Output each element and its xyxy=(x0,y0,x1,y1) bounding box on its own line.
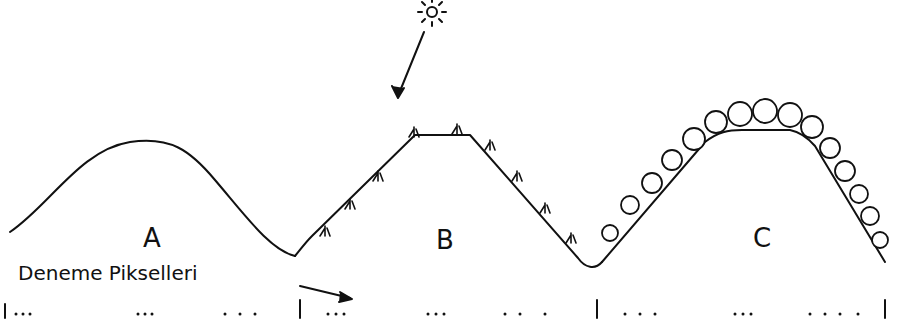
hill-label: C xyxy=(753,225,771,251)
hill-label: B xyxy=(436,227,454,253)
hill-c xyxy=(602,130,885,262)
sample-pixels-label: Deneme Pikselleri xyxy=(18,263,198,283)
pixel-boundary-ticks xyxy=(5,300,885,318)
arrow-head xyxy=(339,292,352,302)
hill-b xyxy=(295,135,602,267)
hill-label: A xyxy=(143,225,161,251)
sun-symbol xyxy=(418,0,446,26)
light-arrow xyxy=(398,32,424,96)
sample-pixels xyxy=(15,313,860,316)
hill-a xyxy=(10,141,295,256)
forest-cover xyxy=(602,99,888,248)
grass-tufts xyxy=(320,124,576,243)
arrow-head xyxy=(392,86,404,98)
